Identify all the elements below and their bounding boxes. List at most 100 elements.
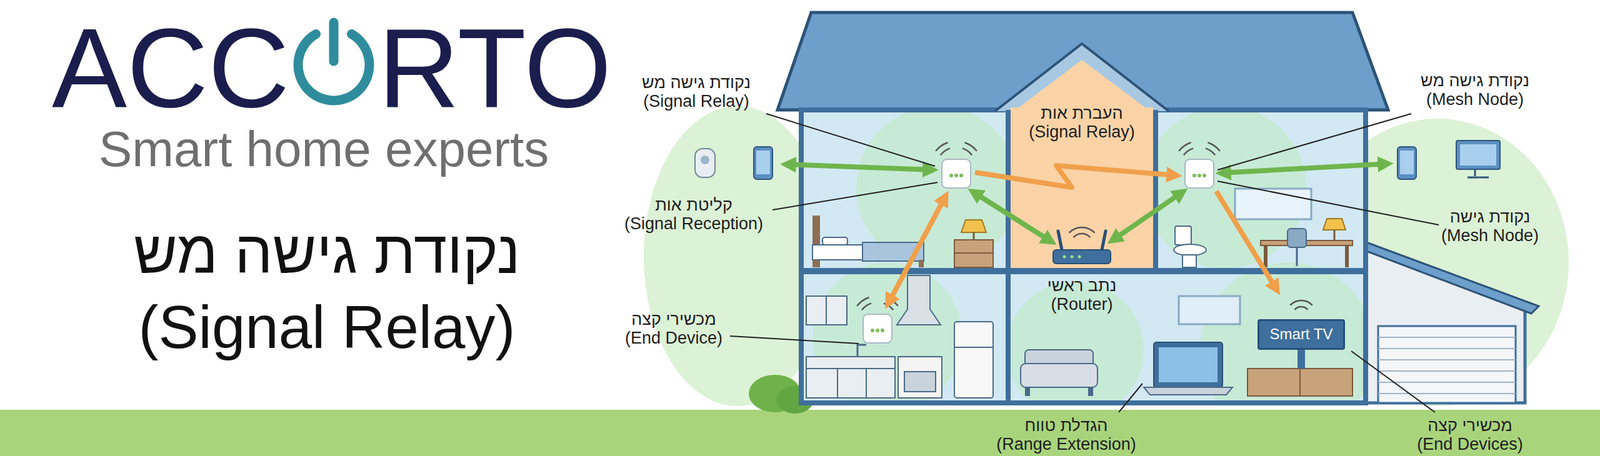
page-title: נקודת גישה מש (Signal Relay) — [133, 215, 521, 365]
laptop-display — [1158, 347, 1218, 383]
leader-line — [1217, 181, 1439, 225]
inner-wall — [1005, 274, 1011, 404]
signal-arrow — [1216, 191, 1278, 292]
monitor-stand — [1467, 169, 1489, 178]
device-label: Smart TV — [1270, 326, 1334, 344]
faucet — [857, 345, 867, 357]
router-light — [1078, 255, 1082, 259]
router-body — [1053, 250, 1111, 264]
router-antenna — [1058, 231, 1062, 250]
logo-text: ACC — [51, 11, 290, 125]
toilet-base — [1182, 255, 1197, 268]
sofa — [1020, 363, 1098, 388]
router-light — [1070, 255, 1074, 259]
node-label: נתב ראשי (Router) — [1047, 276, 1117, 314]
leader-line — [1217, 113, 1412, 170]
lamp-stem — [973, 232, 975, 240]
signal-arrow — [1111, 191, 1184, 242]
bed-leg — [812, 260, 818, 268]
leader-line — [1118, 383, 1143, 413]
signal-arrow — [785, 164, 934, 170]
drawer-line — [954, 252, 994, 254]
desk-leg — [1345, 245, 1349, 268]
sofa-leg — [1025, 387, 1030, 397]
router-antenna — [1101, 231, 1106, 250]
router-icon — [1053, 227, 1111, 264]
drawer-lines — [806, 368, 895, 399]
mesh-node — [936, 143, 977, 189]
smart-sensor — [695, 148, 715, 178]
laptop-screen — [1153, 342, 1223, 388]
garage-roof — [1363, 241, 1539, 314]
relay-arrow — [975, 165, 1178, 188]
phone — [1397, 146, 1417, 180]
router-light — [1063, 255, 1067, 259]
oven-door — [904, 371, 936, 392]
cabinet-line — [1299, 368, 1301, 397]
callout-label: נקודת גישה מש (Signal Relay) — [641, 73, 751, 111]
tv-screen-box: Smart TV — [1257, 319, 1345, 350]
signal-arrow — [1220, 163, 1389, 174]
tv-stand — [1297, 350, 1305, 369]
tv-cabinet — [1247, 368, 1353, 397]
phone — [753, 146, 773, 180]
leader-line — [772, 182, 938, 210]
sofa-leg — [1088, 387, 1094, 397]
sensor-lens — [700, 155, 710, 165]
garage-door — [1378, 326, 1516, 404]
leader-line — [1351, 351, 1435, 413]
upper-cabinet — [806, 296, 847, 325]
phone-screen — [1400, 150, 1414, 175]
monitor-screen — [1460, 144, 1497, 166]
toilet-bowl — [1173, 244, 1207, 256]
callout-label: קליטת אות (Signal Reception) — [624, 195, 764, 234]
range-hood — [896, 275, 941, 325]
leader-line — [730, 336, 859, 344]
signal-glow — [856, 112, 1019, 269]
logo-text: RTO — [378, 11, 612, 125]
callout-label: הגדלת טווח (Range Extension) — [996, 416, 1137, 454]
inner-wall — [1005, 110, 1011, 269]
cabinet-line — [825, 296, 827, 325]
window — [1235, 188, 1312, 220]
callout-label: מכשירי קצה (End Device) — [625, 310, 723, 348]
lamp-shade — [961, 220, 987, 233]
leader-line — [766, 113, 935, 167]
tagline: Smart home experts — [98, 124, 549, 175]
pillow — [822, 237, 848, 245]
inner-wall — [1153, 110, 1159, 269]
ground — [0, 410, 1600, 456]
laptop-base — [1143, 387, 1233, 395]
mesh-node — [857, 298, 898, 344]
gable-trim — [995, 43, 1169, 112]
wall-picture — [1178, 296, 1240, 325]
bed-leg — [918, 260, 924, 268]
router-node: נתב ראשי (Router) — [1047, 222, 1117, 314]
chair — [1287, 228, 1307, 248]
gable — [1013, 60, 1150, 112]
callout-label: נקודת גישה מש (Mesh Node) — [1420, 71, 1530, 109]
kitchen-counter — [806, 356, 895, 399]
lamp-shade — [1323, 218, 1346, 230]
lamp-stem — [1333, 230, 1336, 241]
fridge-line — [954, 346, 994, 349]
mesh-node — [1179, 143, 1220, 189]
floor-slab — [801, 268, 1366, 275]
signal-arrow — [887, 195, 947, 305]
stove — [898, 356, 942, 399]
wifi-waves — [1290, 300, 1312, 310]
phone-screen — [756, 150, 770, 175]
callout-label: נקודת גישה (Mesh Node) — [1441, 207, 1539, 245]
power-icon-bar — [329, 22, 339, 62]
chair-leg — [1296, 247, 1299, 267]
toilet-tank — [1175, 226, 1192, 245]
wifi-waves — [1069, 227, 1095, 237]
nightstand — [954, 240, 994, 268]
signal-glow — [1200, 262, 1364, 401]
fridge — [954, 321, 994, 399]
callout-label: מכשירי קצה (End Devices) — [1416, 416, 1524, 454]
callout-label: העברת אות (Signal Relay) — [1028, 103, 1135, 142]
monitor — [1456, 140, 1500, 170]
